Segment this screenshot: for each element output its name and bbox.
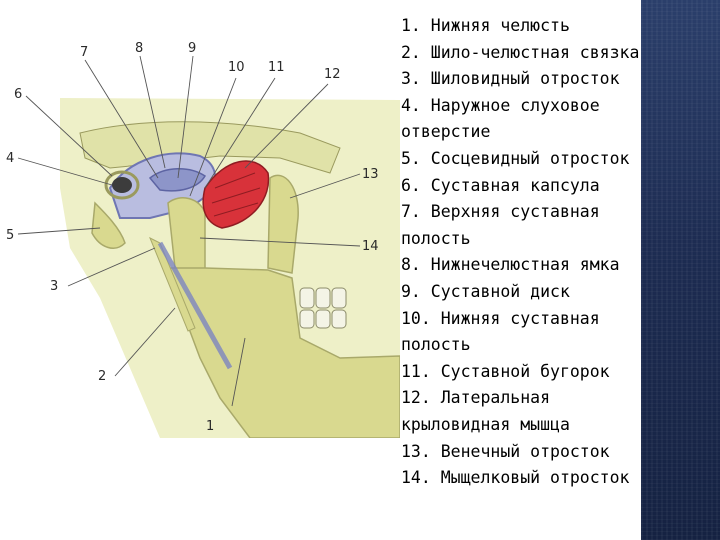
legend-item: 2. Шило-челюстная связка (401, 40, 701, 67)
figure-number-12: 12 (324, 67, 341, 82)
legend-item: 10. Нижняя суставная полость (401, 306, 701, 359)
tmj-illustration: 1 2 3 4 5 6 7 8 9 10 11 12 13 14 (0, 38, 400, 438)
figure-number-2: 2 (98, 369, 106, 384)
legend-text: 8. Нижнечелюстная ямка (401, 252, 701, 279)
coronoid-process-shape (268, 175, 298, 273)
legend-text: 5. Сосцевидный отросток (401, 146, 701, 173)
legend-item: 5. Сосцевидный отросток (401, 146, 701, 173)
legend-text: 13. Венечный отросток (401, 439, 701, 466)
figure-number-3: 3 (50, 279, 58, 294)
legend-item: 13. Венечный отросток (401, 439, 701, 466)
figure-number-4: 4 (6, 151, 14, 166)
legend-text: 2. Шило-челюстная связка (401, 40, 701, 67)
legend-item: 3. Шиловидный отросток (401, 66, 701, 93)
legend-item: 1. Нижняя челюсть (401, 13, 701, 40)
figure-number-13: 13 (362, 167, 379, 182)
legend-text: 3. Шиловидный отросток (401, 66, 701, 93)
teeth (300, 288, 346, 328)
legend-item: 4. Наружное слуховое отверстие (401, 93, 701, 146)
legend-text: полость (401, 332, 701, 359)
figure-number-8: 8 (135, 41, 143, 56)
legend-text: 7. Верхняя суставная (401, 199, 701, 226)
legend-text: 14. Мыщелковый отросток (401, 465, 701, 492)
legend-list: 1. Нижняя челюсть 2. Шило-челюстная связ… (401, 13, 701, 492)
figure-number-11: 11 (268, 60, 285, 75)
legend-item: 7. Верхняя суставная полость (401, 199, 701, 252)
legend-text: 10. Нижняя суставная (401, 306, 701, 333)
figure-number-14: 14 (362, 239, 379, 254)
legend-text: 12. Латеральная (401, 385, 701, 412)
legend-text: 6. Суставная капсула (401, 173, 701, 200)
legend-item: 12. Латеральная крыловидная мышца (401, 385, 701, 438)
tmj-anatomy-figure: 1 2 3 4 5 6 7 8 9 10 11 12 13 14 (0, 38, 400, 438)
legend-item: 9. Суставной диск (401, 279, 701, 306)
external-acoustic-meatus-shape (112, 177, 132, 193)
figure-number-6: 6 (14, 87, 22, 102)
legend-text: отверстие (401, 119, 701, 146)
legend-item: 6. Суставная капсула (401, 173, 701, 200)
figure-number-9: 9 (188, 41, 196, 56)
legend-text: 4. Наружное слуховое (401, 93, 701, 120)
legend-text: полость (401, 226, 701, 253)
figure-number-5: 5 (6, 228, 14, 243)
legend-item: 11. Суставной бугорок (401, 359, 701, 386)
legend-item: 14. Мыщелковый отросток (401, 465, 701, 492)
figure-number-7: 7 (80, 45, 88, 60)
legend-text: 9. Суставной диск (401, 279, 701, 306)
legend-text: крыловидная мышца (401, 412, 701, 439)
figure-number-1: 1 (206, 419, 214, 434)
legend-text: 11. Суставной бугорок (401, 359, 701, 386)
legend-item: 8. Нижнечелюстная ямка (401, 252, 701, 279)
figure-number-10: 10 (228, 60, 245, 75)
legend-text: 1. Нижняя челюсть (401, 13, 701, 40)
